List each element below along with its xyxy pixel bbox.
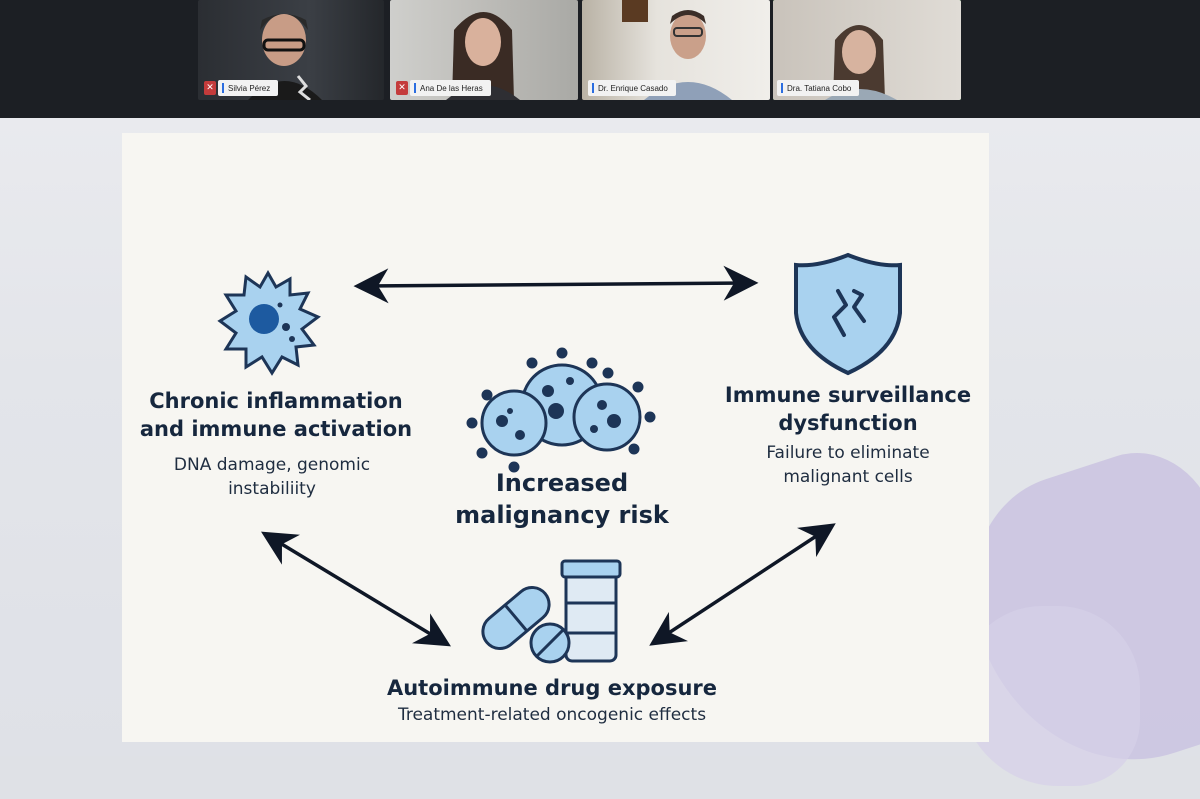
nametag-accent [222,83,224,93]
center-node-title: Increased malignancy risk [455,469,669,529]
arrow-bottom-left [261,531,451,647]
nametag-accent [592,83,594,93]
participant-name: Ana De las Heras [420,83,483,93]
bottom-node-title: Autoimmune drug exposure [386,676,718,700]
nametag-accent [781,83,783,93]
participant-name: Dra. Tatiana Cobo [787,83,852,93]
mic-muted-icon: ✕ [396,81,408,95]
participant-name: Silvia Pérez [228,83,271,93]
slide-graphics [217,252,902,664]
participant-name: Dr. Enrique Casado [598,83,668,93]
participant-nametag: Ana De las Heras [410,80,491,96]
participant-tile-tatiana[interactable]: Dra. Tatiana Cobo [773,0,961,100]
participant-tile-silvia[interactable]: ✕ Silvia Pérez [198,0,384,100]
arrow-bottom-right [649,523,836,646]
participant-nametag: Dra. Tatiana Cobo [777,80,860,96]
left-node-title: Chronic inflammation and immune activati… [139,389,413,441]
arrow-top [353,265,759,304]
presentation-slide: Chronic inflammation and immune activati… [122,133,989,742]
participant-video [248,14,322,100]
video-strip: ✕ Silvia Pérez ✕ Ana De las Heras [0,0,1200,118]
nametag-accent [414,83,416,93]
left-node-subtitle: DNA damage, genomic instabiliity [173,455,371,499]
participant-tile-enrique[interactable]: Dr. Enrique Casado [582,0,770,100]
mic-muted-icon: ✕ [204,81,216,95]
participant-tile-ana[interactable]: ✕ Ana De las Heras [390,0,578,100]
inflammation-cell-icon [217,269,321,376]
participant-nametag: Dr. Enrique Casado [588,80,676,96]
cracked-shield-icon [794,252,902,376]
virus-cluster-icon [466,347,656,473]
bottom-node-subtitle: Treatment-related oncogenic effects [397,705,707,725]
right-node-subtitle: Failure to eliminate malignant cells [766,443,930,487]
right-node-title: Immune surveillance dysfunction [724,383,972,435]
participant-nametag: Silvia Pérez [218,80,279,96]
pills-and-vial-icon [481,559,622,664]
participant-video [446,12,520,100]
